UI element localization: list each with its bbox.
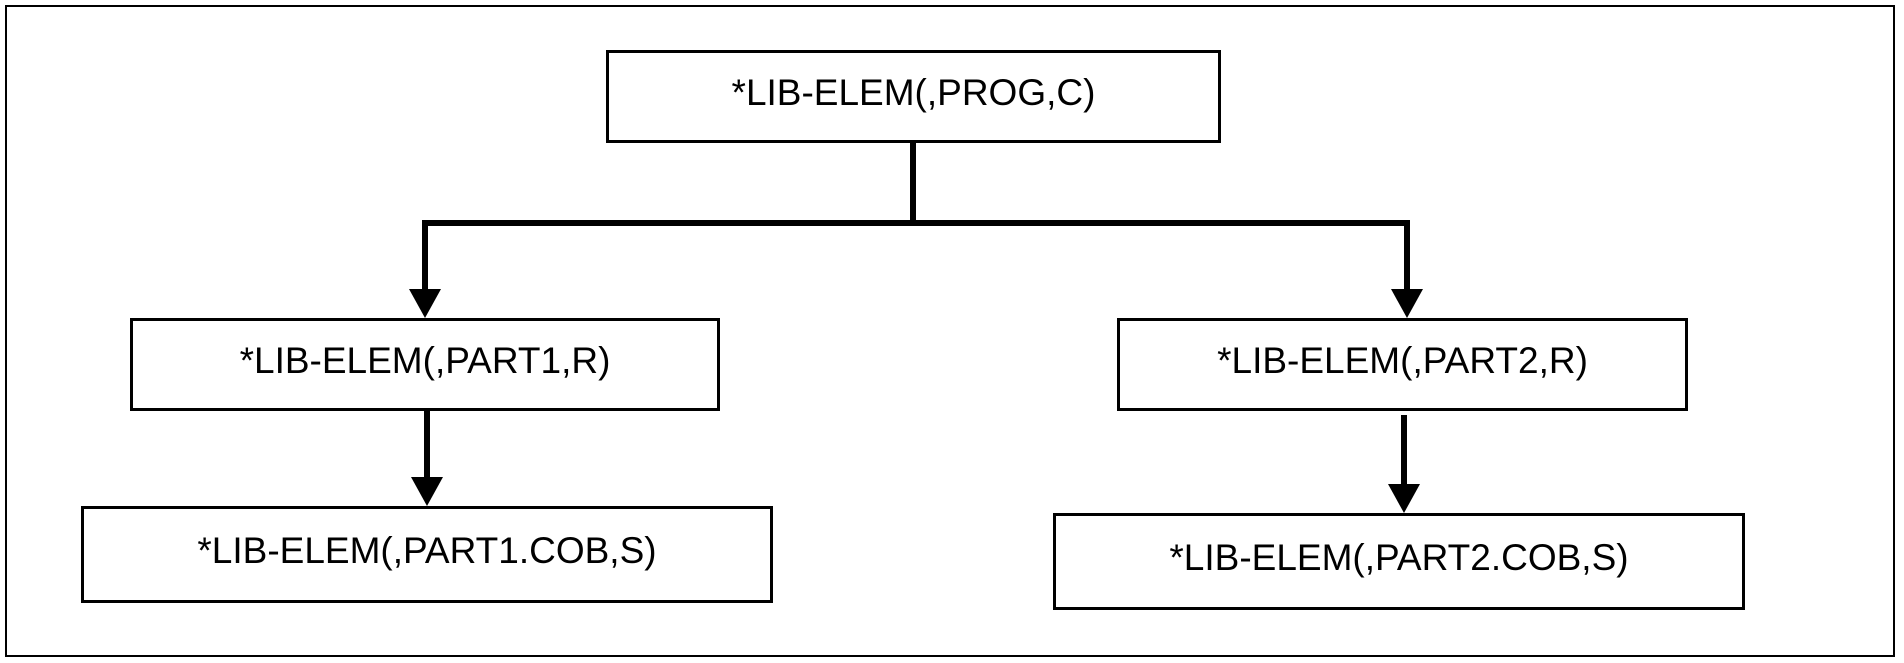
node-part1-cob: *LIB-ELEM(,PART1.COB,S) bbox=[81, 506, 773, 603]
node-root: *LIB-ELEM(,PROG,C) bbox=[606, 50, 1221, 143]
node-part2-cob: *LIB-ELEM(,PART2.COB,S) bbox=[1053, 513, 1745, 610]
node-part2-cob-label: *LIB-ELEM(,PART2.COB,S) bbox=[1169, 536, 1629, 578]
node-part2-label: *LIB-ELEM(,PART2,R) bbox=[1217, 339, 1588, 381]
node-part1: *LIB-ELEM(,PART1,R) bbox=[130, 318, 720, 411]
node-part1-cob-label: *LIB-ELEM(,PART1.COB,S) bbox=[197, 529, 657, 571]
node-part2: *LIB-ELEM(,PART2,R) bbox=[1117, 318, 1688, 411]
node-root-label: *LIB-ELEM(,PROG,C) bbox=[731, 71, 1096, 113]
node-part1-label: *LIB-ELEM(,PART1,R) bbox=[239, 339, 611, 381]
